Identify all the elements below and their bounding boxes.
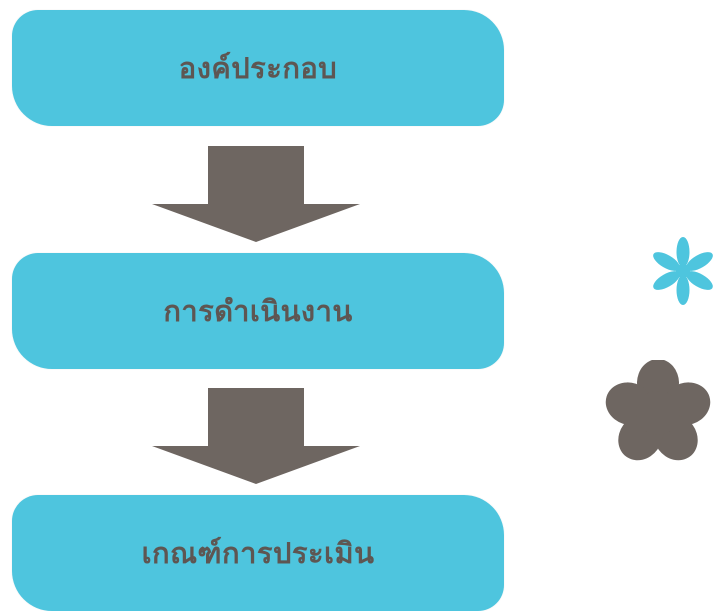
step-label-evaluation-criteria: เกณฑ์การประเมิน [141, 536, 375, 570]
step-box-operation: การดำเนินงาน [12, 253, 504, 369]
step-label-operation: การดำเนินงาน [163, 294, 353, 328]
step-label-components: องค์ประกอบ [178, 51, 338, 85]
down-arrow-icon [152, 146, 360, 242]
flower-icon [605, 360, 711, 461]
down-arrow-icon [152, 388, 360, 484]
step-box-components: องค์ประกอบ [12, 10, 504, 126]
asterisk-flower-icon [653, 237, 713, 305]
step-box-evaluation-criteria: เกณฑ์การประเมิน [12, 495, 504, 611]
